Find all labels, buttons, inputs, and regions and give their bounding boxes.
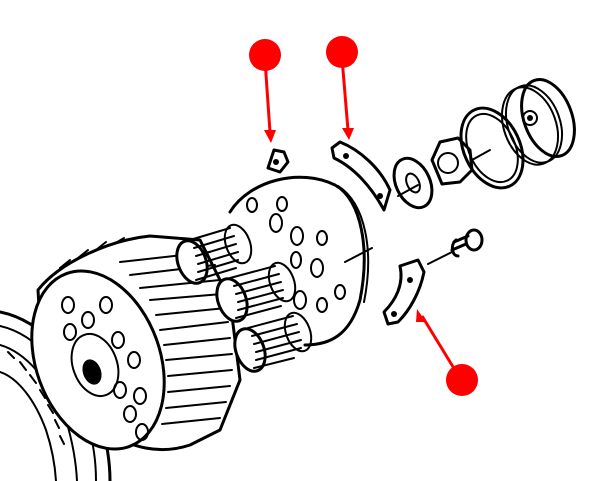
bolt (427, 228, 484, 265)
marker-dot-2 (326, 36, 358, 68)
marker-dot-3 (446, 364, 478, 396)
cover-cap (500, 78, 576, 166)
pressure-plate (228, 175, 373, 347)
springs (175, 223, 313, 373)
lock-plate-top (330, 140, 392, 212)
clutch-hub (30, 234, 242, 452)
spring-middle (215, 261, 297, 323)
spring-bottom (233, 311, 313, 373)
lock-plate-bottom (382, 258, 426, 326)
marker-dot-1 (249, 39, 281, 71)
callout-marker-1 (249, 39, 281, 143)
callout-marker-2 (326, 36, 358, 140)
callout-marker-3 (416, 309, 478, 396)
arrow-head-icon (342, 128, 354, 140)
arrow-head-icon (264, 130, 276, 143)
lock-tab-top-left (266, 148, 290, 174)
washer (392, 156, 434, 210)
arrow-head-icon (416, 309, 426, 322)
spring-top (175, 223, 253, 285)
